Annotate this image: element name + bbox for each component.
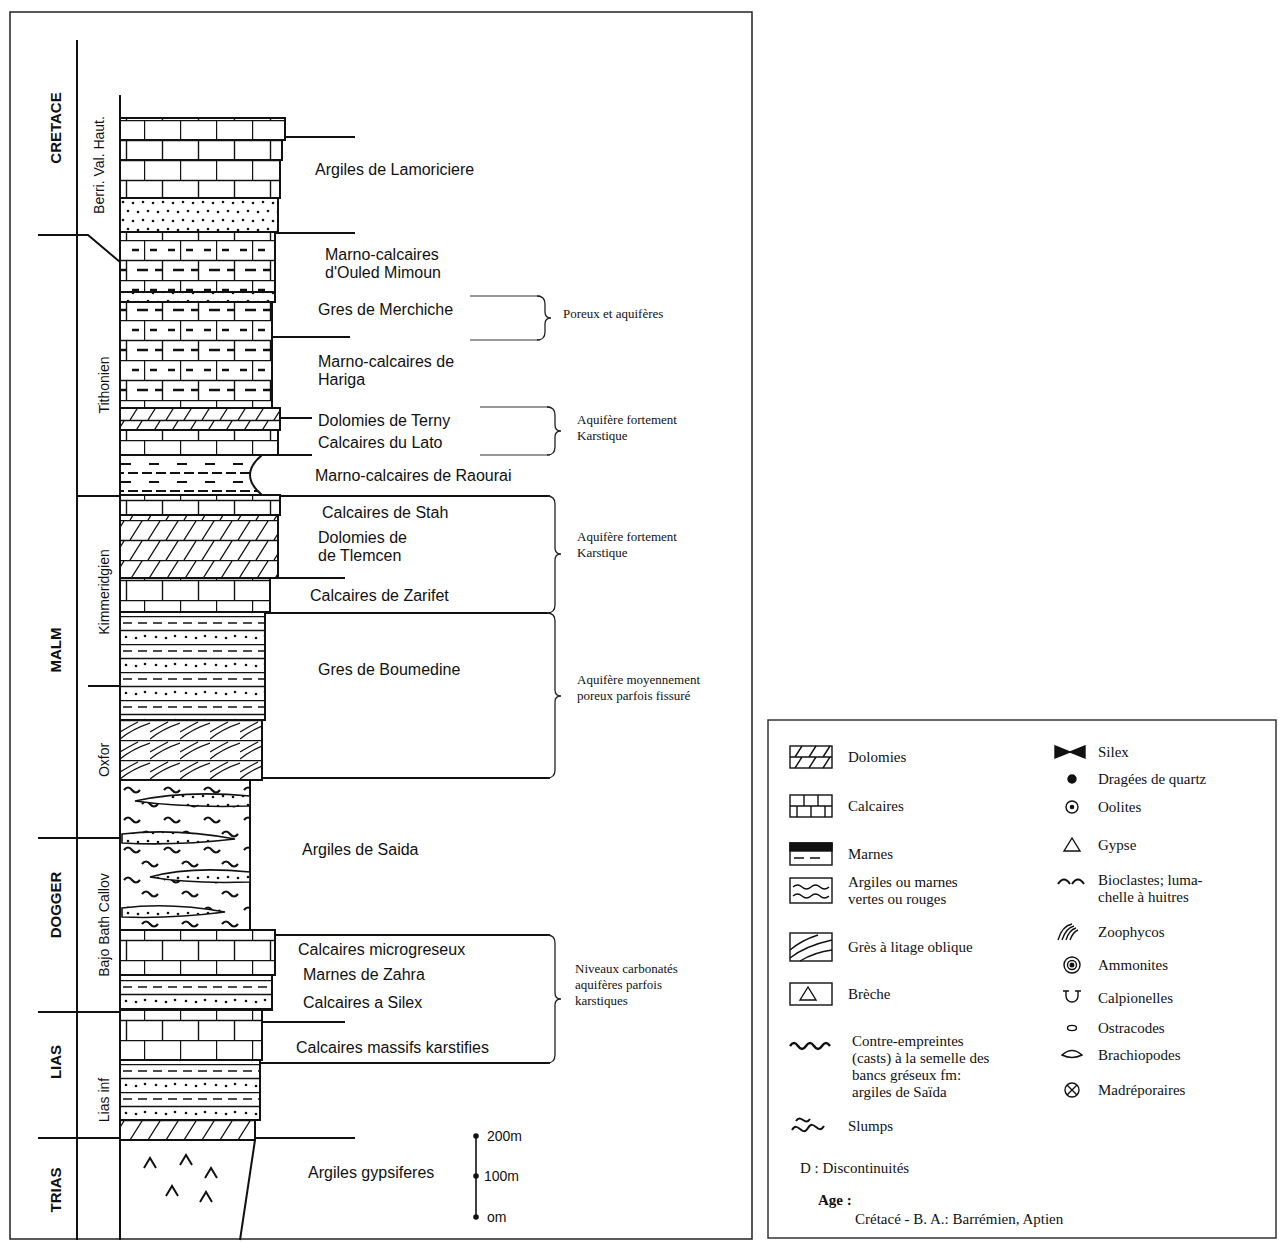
formation-label: Calcaires microgreseux [298, 941, 465, 959]
legend-samples [790, 746, 832, 1131]
formation-label: Marno-calcaires de Raourai [315, 467, 512, 485]
formation-label: Marno-calcaires d'Ouled Mimoun [325, 246, 475, 282]
formation-label: Dolomies de Terny [318, 412, 450, 430]
legend-note: Crétacé - B. A.: Barrémien, Aptien [855, 1211, 1063, 1228]
legend-symbols [1055, 746, 1085, 1097]
formation-label: Calcaires massifs karstifies [296, 1039, 489, 1057]
leader-lines [255, 137, 550, 1138]
formation-label: Marnes de Zahra [303, 966, 425, 984]
lithology-layers [120, 118, 285, 1140]
legend-label: Dragées de quartz [1098, 771, 1206, 788]
sand-lenses [122, 794, 250, 918]
formation-label: Gres de Merchiche [318, 301, 453, 319]
aquifer-brackets [537, 296, 561, 1063]
aquifer-note: Niveaux carbonatés aquifères parfois kar… [575, 961, 700, 1009]
aquifer-note: Aquifère fortement Karstique [577, 412, 702, 444]
stage-label: Oxfor [96, 743, 112, 777]
legend-label: Oolites [1098, 799, 1141, 816]
trias-gypsum [120, 1140, 255, 1240]
aquifer-note: Aquifère fortement Karstique [577, 529, 702, 561]
legend-label: Marnes [848, 846, 893, 863]
legend-label: D : Discontinuités [800, 1160, 909, 1177]
formation-label: Marno-calcaires de Hariga [318, 353, 468, 389]
legend-label: Calpionelles [1098, 990, 1173, 1007]
age-column-lines [38, 40, 120, 1240]
stage-label: Bajo Bath Callov [96, 873, 112, 977]
formation-label: Calcaires de Stah [322, 504, 448, 522]
stage-label: Tithonien [96, 356, 112, 413]
scale-label: 100m [484, 1168, 519, 1184]
bracket-ticks [470, 296, 550, 455]
legend-frame [768, 720, 1276, 1238]
aquifer-note: Poreux et aquifères [563, 306, 663, 322]
legend-label: Bioclastes; luma- chelle à huitres [1098, 872, 1223, 906]
era-label: TRIAS [47, 1168, 64, 1213]
era-label: CRETACE [47, 92, 64, 163]
era-label: DOGGER [47, 872, 64, 939]
stage-label: Lias inf [96, 1078, 112, 1122]
legend-label: Dolomies [848, 749, 906, 766]
formation-label: Dolomies de de Tlemcen [318, 529, 418, 565]
legend-label: Calcaires [848, 798, 904, 815]
formation-label: Gres de Boumedine [318, 661, 460, 679]
legend-label: Gypse [1098, 837, 1136, 854]
legend-label: Zoophycos [1098, 924, 1165, 941]
legend-label: Brèche [848, 986, 890, 1003]
formation-label: Calcaires de Zarifet [310, 587, 449, 605]
legend-label: Brachiopodes [1098, 1047, 1180, 1064]
legend-label: Ammonites [1098, 957, 1168, 974]
legend-label: Ostracodes [1098, 1020, 1165, 1037]
aquifer-note: Aquifère moyennement poreux parfois fiss… [577, 672, 737, 704]
era-label: LIAS [47, 1045, 64, 1079]
figure-frame [10, 12, 752, 1239]
legend-label: Argiles ou marnes vertes ou rouges [848, 874, 983, 908]
formation-label: Calcaires du Lato [318, 434, 443, 452]
legend-label: Slumps [848, 1118, 893, 1135]
scale-label: om [487, 1209, 506, 1225]
stage-label: Kimmeridgien [96, 549, 112, 635]
stage-label: Berri. Val. Haut. [91, 116, 107, 214]
scale-bar [474, 1134, 478, 1219]
formation-label: Argiles de Saida [302, 841, 419, 859]
formation-label: Argiles gypsiferes [308, 1164, 434, 1182]
formation-label: Argiles de Lamoriciere [315, 161, 474, 179]
legend-note: Age : [818, 1192, 852, 1209]
era-label: MALM [47, 628, 64, 673]
legend-label: Madréporaires [1098, 1082, 1185, 1099]
scale-label: 200m [487, 1128, 522, 1144]
legend-label: Silex [1098, 744, 1129, 761]
legend-label: Grès à litage oblique [848, 939, 973, 956]
formation-label: Calcaires a Silex [303, 994, 422, 1012]
legend-label: Contre-empreintes (casts) à la semelle d… [852, 1033, 992, 1101]
